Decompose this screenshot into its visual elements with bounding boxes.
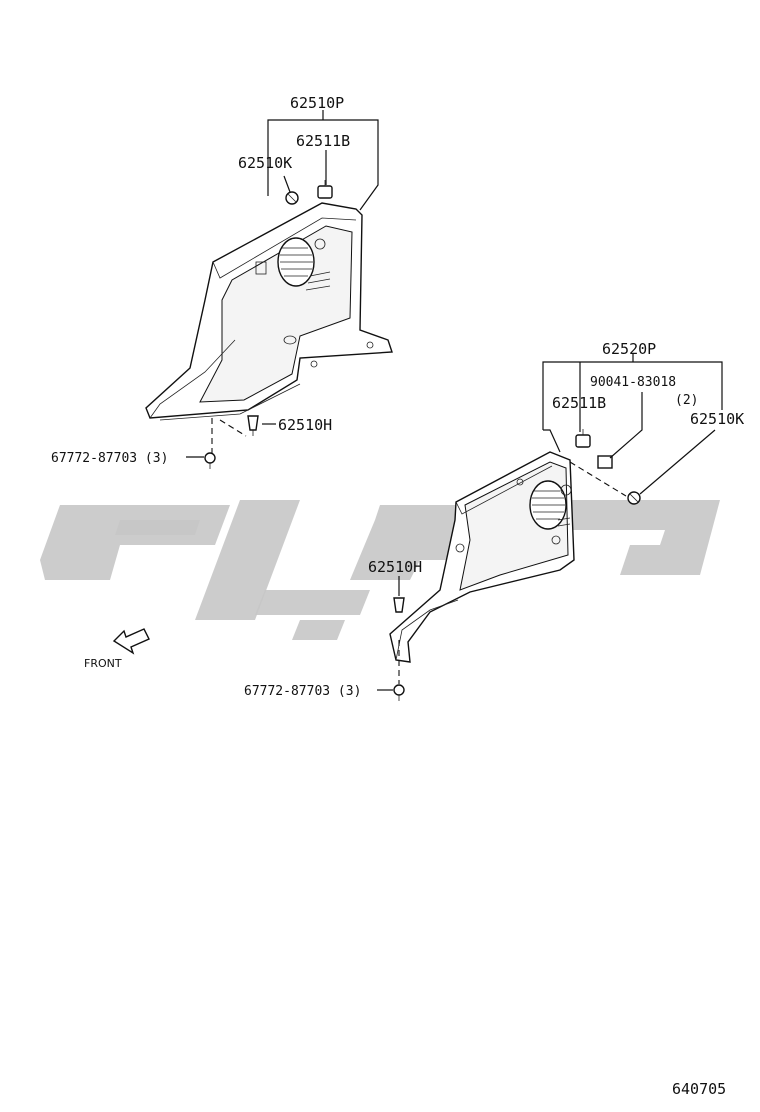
right-clip-62511b-icon: [575, 429, 591, 448]
label-right-nut: 90041-83018: [590, 375, 676, 390]
left-screw-icon: [204, 452, 216, 469]
label-left-screw: 67772-87703 (3): [51, 451, 168, 466]
label-left-clip-b: 62511B: [296, 132, 350, 150]
left-quarter-trim-panel: [145, 202, 393, 421]
watermark-logo: [40, 500, 720, 640]
label-left-clip-h: 62510H: [278, 416, 332, 434]
right-nut-90041-icon: [597, 455, 613, 469]
label-left-clip-k: 62510K: [238, 154, 292, 172]
left-clip-62511b-icon: [317, 180, 333, 199]
right-clip-62510h-icon: [393, 597, 405, 613]
label-right-screw: 67772-87703 (3): [244, 684, 361, 699]
label-right-nut-qty: (2): [675, 393, 698, 408]
label-left-assembly: 62510P: [290, 94, 344, 112]
label-right-clip-h: 62510H: [368, 558, 422, 576]
right-screw-icon: [393, 684, 405, 701]
label-front: FRONT: [84, 657, 122, 670]
right-quarter-trim-panel: [389, 451, 575, 663]
label-right-assembly: 62520P: [602, 340, 656, 358]
front-arrow-icon: [112, 628, 150, 655]
label-right-clip-k: 62510K: [690, 410, 744, 428]
left-clip-62510k-icon: [285, 191, 299, 205]
label-right-clip-b: 62511B: [552, 394, 606, 412]
right-clip-62510k-icon: [627, 491, 641, 505]
diagram-number: 640705: [672, 1080, 726, 1098]
left-clip-62510h-icon: [247, 415, 259, 436]
